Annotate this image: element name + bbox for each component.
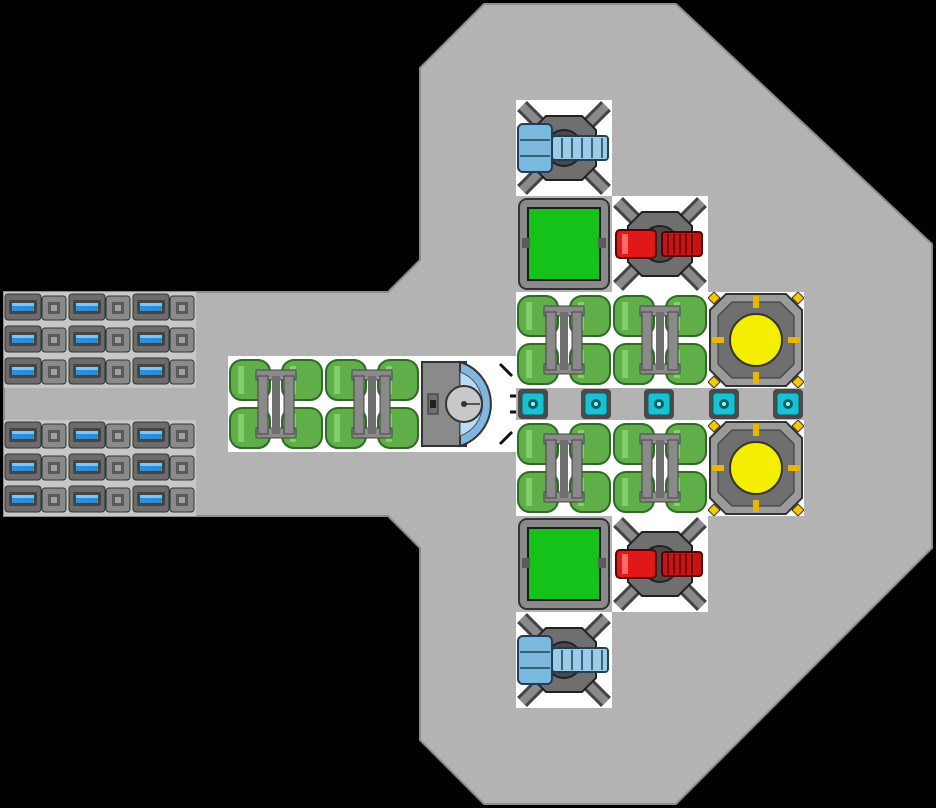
laser-turret[interactable]	[612, 516, 708, 612]
green-panel-icon	[516, 196, 612, 292]
battery-cell[interactable]	[132, 356, 196, 388]
armor-block[interactable]	[324, 356, 420, 452]
armor-block[interactable]	[516, 292, 612, 388]
battery-cell[interactable]	[68, 356, 132, 388]
battery-cell[interactable]	[132, 292, 196, 324]
battery-cell[interactable]	[4, 420, 68, 452]
battery-cell[interactable]	[4, 484, 68, 516]
battery-cell-icon	[68, 484, 132, 516]
reactor[interactable]	[708, 292, 804, 388]
armor-block-icon	[324, 356, 420, 452]
battery-cell[interactable]	[132, 484, 196, 516]
battery-cell-icon	[4, 484, 68, 516]
blue-ion-turret-icon	[516, 100, 612, 196]
battery-cell[interactable]	[4, 452, 68, 484]
battery-cell-icon	[68, 452, 132, 484]
power-node-icon	[773, 389, 803, 419]
battery-cell-icon	[132, 324, 196, 356]
battery-cell[interactable]	[4, 324, 68, 356]
battery-cell-icon	[4, 420, 68, 452]
armor-block-icon	[516, 420, 612, 516]
power-node[interactable]	[581, 389, 611, 419]
battery-cell-icon	[132, 452, 196, 484]
battery-cell[interactable]	[68, 484, 132, 516]
battery-cell-icon	[68, 420, 132, 452]
power-node-icon	[709, 389, 739, 419]
green-panel[interactable]	[516, 516, 612, 612]
red-laser-turret-icon	[612, 196, 708, 292]
battery-cell-icon	[68, 356, 132, 388]
power-node-icon	[518, 389, 548, 419]
blue-ion-turret-icon	[516, 612, 612, 708]
battery-cell-icon	[132, 420, 196, 452]
battery-cell-icon	[4, 292, 68, 324]
reactor[interactable]	[708, 420, 804, 516]
battery-cell-icon	[132, 356, 196, 388]
cockpit[interactable]	[420, 356, 516, 452]
reactor-icon	[708, 420, 804, 516]
reactor-icon	[708, 292, 804, 388]
power-node-icon	[644, 389, 674, 419]
battery-cell-icon	[4, 324, 68, 356]
green-panel[interactable]	[516, 196, 612, 292]
battery-cell[interactable]	[4, 292, 68, 324]
laser-turret[interactable]	[612, 196, 708, 292]
battery-cell-icon	[132, 292, 196, 324]
battery-cell-icon	[68, 292, 132, 324]
battery-cell-icon	[68, 324, 132, 356]
battery-cell[interactable]	[68, 452, 132, 484]
battery-cell-icon	[4, 452, 68, 484]
power-node[interactable]	[773, 389, 803, 419]
battery-cell[interactable]	[132, 420, 196, 452]
battery-cell[interactable]	[4, 356, 68, 388]
battery-cell[interactable]	[68, 292, 132, 324]
power-node[interactable]	[709, 389, 739, 419]
power-node[interactable]	[518, 389, 548, 419]
armor-block[interactable]	[612, 420, 708, 516]
armor-block-icon	[228, 356, 324, 452]
armor-block-icon	[516, 292, 612, 388]
cockpit-icon	[420, 356, 516, 452]
armor-block[interactable]	[228, 356, 324, 452]
battery-cell-icon	[132, 484, 196, 516]
ion-turret[interactable]	[516, 612, 612, 708]
armor-block-icon	[612, 420, 708, 516]
armor-block-icon	[612, 292, 708, 388]
battery-cell[interactable]	[132, 452, 196, 484]
green-panel-icon	[516, 516, 612, 612]
battery-cell[interactable]	[132, 324, 196, 356]
power-node[interactable]	[644, 389, 674, 419]
ion-turret[interactable]	[516, 100, 612, 196]
battery-cell[interactable]	[68, 420, 132, 452]
red-laser-turret-icon	[612, 516, 708, 612]
battery-cell[interactable]	[68, 324, 132, 356]
armor-block[interactable]	[516, 420, 612, 516]
power-node-icon	[581, 389, 611, 419]
battery-cell-icon	[4, 356, 68, 388]
armor-block[interactable]	[612, 292, 708, 388]
